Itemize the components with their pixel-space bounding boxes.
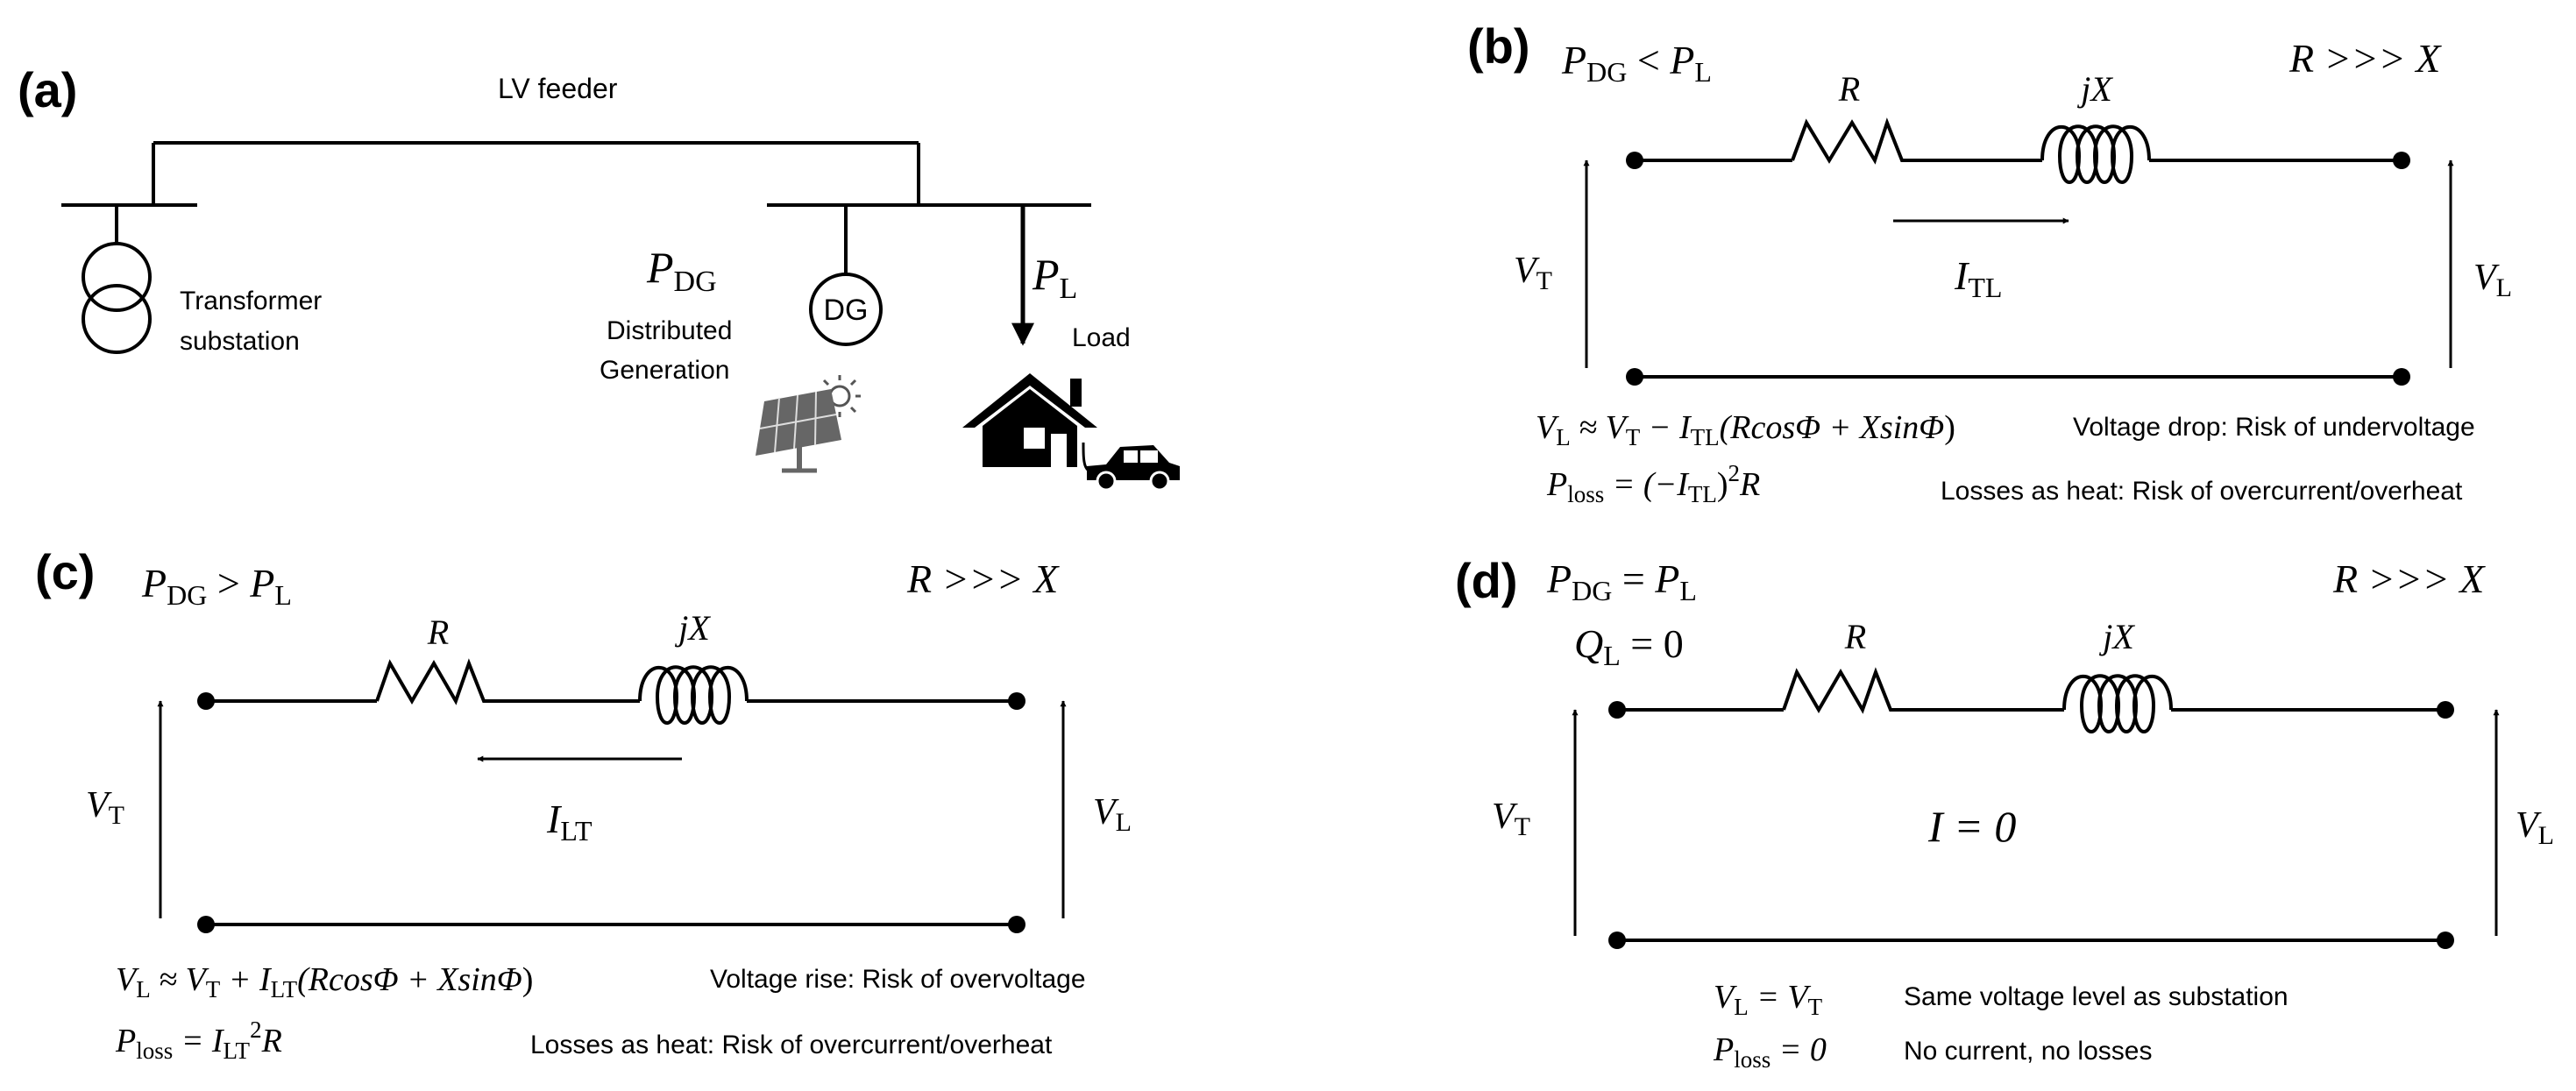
lv-feeder-label: LV feeder [498, 73, 618, 104]
panel-d-vt-label: VT [1492, 797, 1530, 841]
panel-c-terminals [197, 692, 1025, 933]
dg-label-line1: Distributed [607, 316, 732, 345]
panel-b-note-voltage: Voltage drop: Risk of undervoltage [2073, 413, 2475, 442]
panel-c-loss-equation: Ploss = ILT2R [115, 1017, 282, 1064]
feeder-lines [61, 141, 1091, 274]
panel-b-current-label: ITL [1954, 253, 2002, 303]
panel-c-vl-label: VL [1093, 792, 1132, 837]
panel-b-voltage-equation: VL ≈ VT − ITL(RcosΦ + XsinΦ) [1536, 409, 1955, 450]
panel-d-current-label: I = 0 [1927, 802, 2016, 851]
panel-d-circuit [1617, 667, 2445, 942]
panel-d-note-losses: No current, no losses [1904, 1037, 2152, 1066]
panel-b-vl-label: VL [2473, 258, 2512, 302]
panel-d-tag: (d) [1455, 553, 1518, 608]
panel-d-r-label: R [1844, 617, 1866, 656]
electric-car-icon [1087, 445, 1180, 492]
panel-b-r-label: R [1838, 69, 1860, 109]
pl-symbol: PL [1032, 250, 1077, 305]
panel-b-circuit [1635, 117, 2402, 379]
panel-c-vt-label: VT [86, 785, 124, 830]
dg-generator-icon [809, 273, 883, 346]
panel-d-terminals [1608, 701, 2454, 949]
dg-label-line2: Generation [600, 356, 729, 385]
panel-c-current-label: ILT [546, 797, 593, 847]
panel-d-ratio: R >>> X [2332, 556, 2486, 601]
panel-c-note-voltage: Voltage rise: Risk of overvoltage [710, 965, 1086, 994]
panel-c-ratio: R >>> X [906, 556, 1060, 601]
panel-c-voltage-equation: VL ≈ VT + ILT(RcosΦ + XsinΦ) [116, 961, 533, 1002]
panel-d-note-voltage: Same voltage level as substation [1904, 982, 2289, 1011]
panel-b-condition: PDG < PL [1561, 38, 1712, 88]
panel-d-voltage-equation: VL = VT [1714, 979, 1823, 1020]
panel-c-tag: (c) [35, 544, 95, 599]
panel-d-q-condition: QL = 0 [1574, 621, 1684, 671]
panel-b-note-losses: Losses as heat: Risk of overcurrent/over… [1941, 477, 2463, 506]
transformer-symbol [82, 242, 152, 354]
panel-c-circuit [206, 658, 1017, 926]
panel-c: (c) PDG > PL R >>> X R jX VT VL ILT VL ≈… [35, 544, 1132, 1064]
solar-panel-icon [756, 375, 861, 473]
transformer-label-line2: substation [180, 327, 300, 356]
pdg-symbol: PDG [646, 243, 717, 298]
panel-d-loss-equation: Ploss = 0 [1713, 1031, 1827, 1073]
panel-b-loss-equation: Ploss = (−ITL)2R [1546, 460, 1760, 507]
panel-b-vt-label: VT [1514, 251, 1552, 295]
panel-d: (d) PDG = PL QL = 0 R >>> X R jX VT VL I… [1455, 553, 2554, 1073]
panel-d-vl-label: VL [2516, 805, 2554, 850]
panel-d-condition: PDG = PL [1546, 556, 1697, 606]
panel-d-x-label: jX [2098, 617, 2135, 656]
panel-a-tag: (a) [18, 62, 77, 117]
panel-c-condition: PDG > PL [141, 561, 292, 611]
panel-c-x-label: jX [674, 608, 711, 648]
house-icon [962, 373, 1097, 467]
load-label: Load [1072, 323, 1131, 352]
panel-b-x-label: jX [2076, 69, 2113, 109]
panel-a: (a) LV feeder Transformer substation PDG… [18, 62, 1180, 492]
transformer-label-line1: Transformer [180, 287, 322, 315]
panel-c-r-label: R [427, 613, 449, 652]
dg-generator-label: DG [824, 294, 869, 327]
panel-b: (b) PDG < PL R >>> X R jX VT VL ITL VL ≈… [1467, 18, 2512, 507]
panel-b-tag: (b) [1467, 18, 1530, 74]
panel-b-ratio: R >>> X [2289, 36, 2442, 81]
panel-c-note-losses: Losses as heat: Risk of overcurrent/over… [530, 1031, 1053, 1059]
panel-b-terminals [1626, 152, 2410, 386]
